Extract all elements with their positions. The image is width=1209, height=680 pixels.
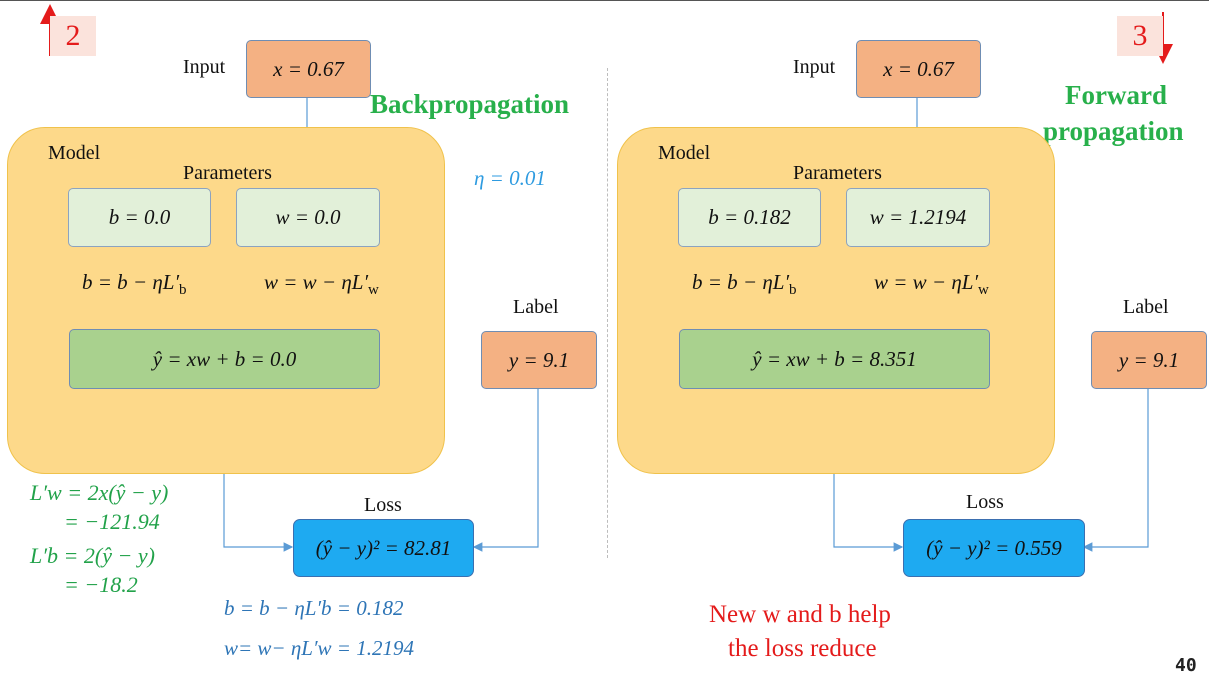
param-w-box: w = 1.2194 [846,188,990,247]
input-x-box: x = 0.67 [246,40,371,98]
new-b-formula: b = b − ηL′b = 0.182 [224,596,404,620]
b-update-rule: b = b − ηL′b [82,270,187,299]
label-label: Label [513,296,559,318]
param-b-box: b = 0.0 [68,188,211,247]
w-update-rule: w = w − ηL′w [264,270,379,299]
param-w-box: w = 0.0 [236,188,380,247]
label-label: Label [1123,296,1169,318]
panel-divider [607,68,608,558]
w-update-rule: w = w − ηL′w [874,270,989,299]
forward-propagation-title-line1: Forward [1065,80,1167,110]
loss-box: (ŷ − y)² = 82.81 [293,519,474,577]
forward-propagation-title-line2: propagation [1043,116,1184,146]
loss-label: Loss [966,491,1004,513]
input-x-box: x = 0.67 [856,40,981,98]
prediction-box: ŷ = xw + b = 8.351 [679,329,990,389]
parameters-label: Parameters [793,162,882,184]
prediction-box: ŷ = xw + b = 0.0 [69,329,380,389]
step-number-badge: 3 [1117,16,1163,56]
note-line1: New w and b help [709,601,891,628]
model-container [617,127,1055,474]
param-b-box: b = 0.182 [678,188,821,247]
top-rule [0,0,1209,1]
model-container [7,127,445,474]
gradient-w-formula: L′w = 2x(ŷ − y) [30,480,169,505]
new-w-formula: w= w− ηL′w = 1.2194 [224,636,414,660]
page-number: 40 [1175,655,1197,676]
step-number-badge: 2 [50,16,96,56]
note-line2: the loss reduce [728,635,877,662]
label-y-box: y = 9.1 [1091,331,1207,389]
b-update-rule: b = b − ηL′b [692,270,797,299]
gradient-b-formula: L′b = 2(ŷ − y) [30,543,155,568]
gradient-b-value: = −18.2 [64,572,138,597]
gradient-w-value: = −121.94 [64,509,160,534]
input-label: Input [183,56,226,78]
learning-rate: η = 0.01 [474,166,546,190]
loss-label: Loss [364,494,402,516]
parameters-label: Parameters [183,162,272,184]
model-label: Model [658,142,711,164]
input-label: Input [793,56,836,78]
label-y-box: y = 9.1 [481,331,597,389]
loss-box: (ŷ − y)² = 0.559 [903,519,1085,577]
backpropagation-title: Backpropagation [370,89,570,119]
model-label: Model [48,142,101,164]
